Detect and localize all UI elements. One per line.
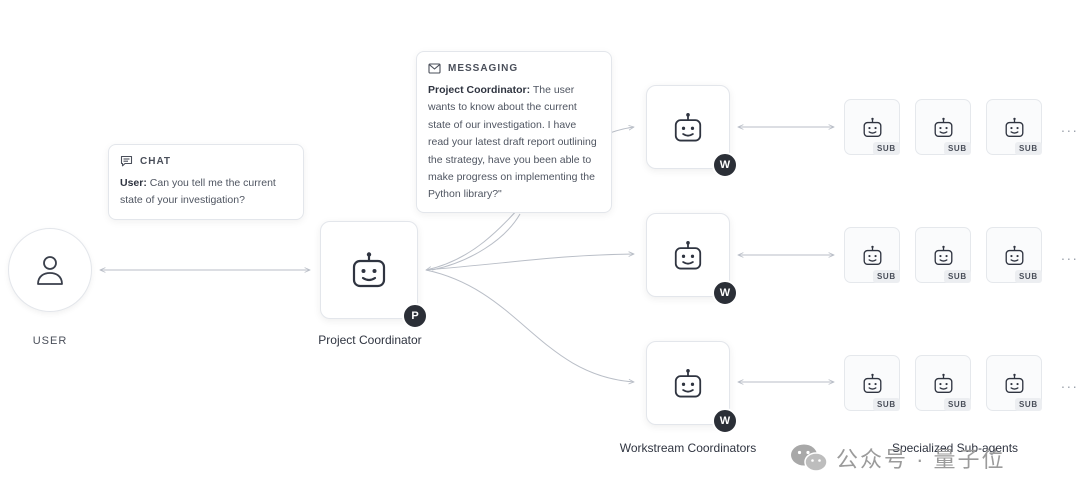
messaging-bubble: MESSAGING Project Coordinator: The user …	[416, 51, 612, 213]
robot-icon	[674, 112, 702, 141]
more-subagents-ellipsis: ...	[1061, 375, 1079, 391]
chat-header: CHAT	[120, 155, 292, 167]
user-label: USER	[32, 335, 68, 347]
chat-header-label: CHAT	[140, 155, 172, 167]
workstream-badge: W	[712, 152, 738, 178]
subagent-tag: SUB	[1015, 398, 1042, 411]
subagent-tag: SUB	[1015, 142, 1042, 155]
subagent-node	[844, 355, 900, 411]
chat-speaker: User:	[120, 177, 147, 189]
more-subagents-ellipsis: ...	[1061, 119, 1079, 135]
robot-icon	[674, 368, 702, 397]
user-node	[8, 228, 92, 312]
watermark: 公众号 · 量子位	[790, 442, 1006, 474]
user-icon	[37, 256, 63, 285]
subagent-tag: SUB	[944, 142, 971, 155]
chat-text: Can you tell me the current state of you…	[120, 177, 276, 207]
project-coordinator-badge: P	[402, 303, 428, 329]
messaging-speaker: Project Coordinator:	[428, 84, 531, 96]
subagent-tag: SUB	[1015, 270, 1042, 283]
mail-icon	[428, 63, 441, 74]
watermark-text: 公众号 · 量子位	[836, 447, 1006, 472]
robot-icon	[1005, 245, 1023, 265]
messaging-text: The user wants to know about the current…	[428, 84, 597, 201]
project-coordinator-label: Project Coordinator	[318, 333, 422, 347]
edge-coordinator-ws3	[425, 269, 634, 382]
robot-icon	[934, 373, 952, 393]
robot-icon	[352, 252, 386, 288]
messaging-message: Project Coordinator: The user wants to k…	[428, 82, 600, 204]
messaging-header-label: MESSAGING	[448, 63, 519, 74]
robot-icon	[1005, 373, 1023, 393]
subagent-node	[844, 227, 900, 283]
chat-icon	[120, 155, 133, 167]
subagent-tag: SUB	[944, 270, 971, 283]
chat-message: User: Can you tell me the current state …	[120, 175, 292, 210]
subagent-tag: SUB	[873, 270, 900, 283]
wechat-icon	[791, 444, 828, 472]
edge-coordinator-ws2	[425, 254, 634, 271]
workstream-badge: W	[712, 280, 738, 306]
robot-icon	[863, 373, 881, 393]
chat-bubble: CHAT User: Can you tell me the current s…	[108, 144, 304, 220]
robot-icon	[674, 240, 702, 269]
robot-icon	[863, 245, 881, 265]
subagent-tag: SUB	[873, 398, 900, 411]
workstream-label: Workstream Coordinators	[619, 441, 757, 455]
workstream-badge: W	[712, 408, 738, 434]
subagent-tag: SUB	[873, 142, 900, 155]
edge-messaging-tail	[431, 213, 521, 271]
robot-icon	[863, 117, 881, 137]
subagents-label: Specialized Sub-agents	[891, 441, 1019, 455]
messaging-header: MESSAGING	[428, 63, 600, 74]
subagent-node	[986, 355, 1042, 411]
project-coordinator-node	[320, 221, 418, 319]
subagent-tag: SUB	[944, 398, 971, 411]
robot-icon	[1005, 117, 1023, 137]
more-subagents-ellipsis: ...	[1061, 247, 1079, 263]
robot-icon	[934, 245, 952, 265]
robot-icon	[934, 117, 952, 137]
